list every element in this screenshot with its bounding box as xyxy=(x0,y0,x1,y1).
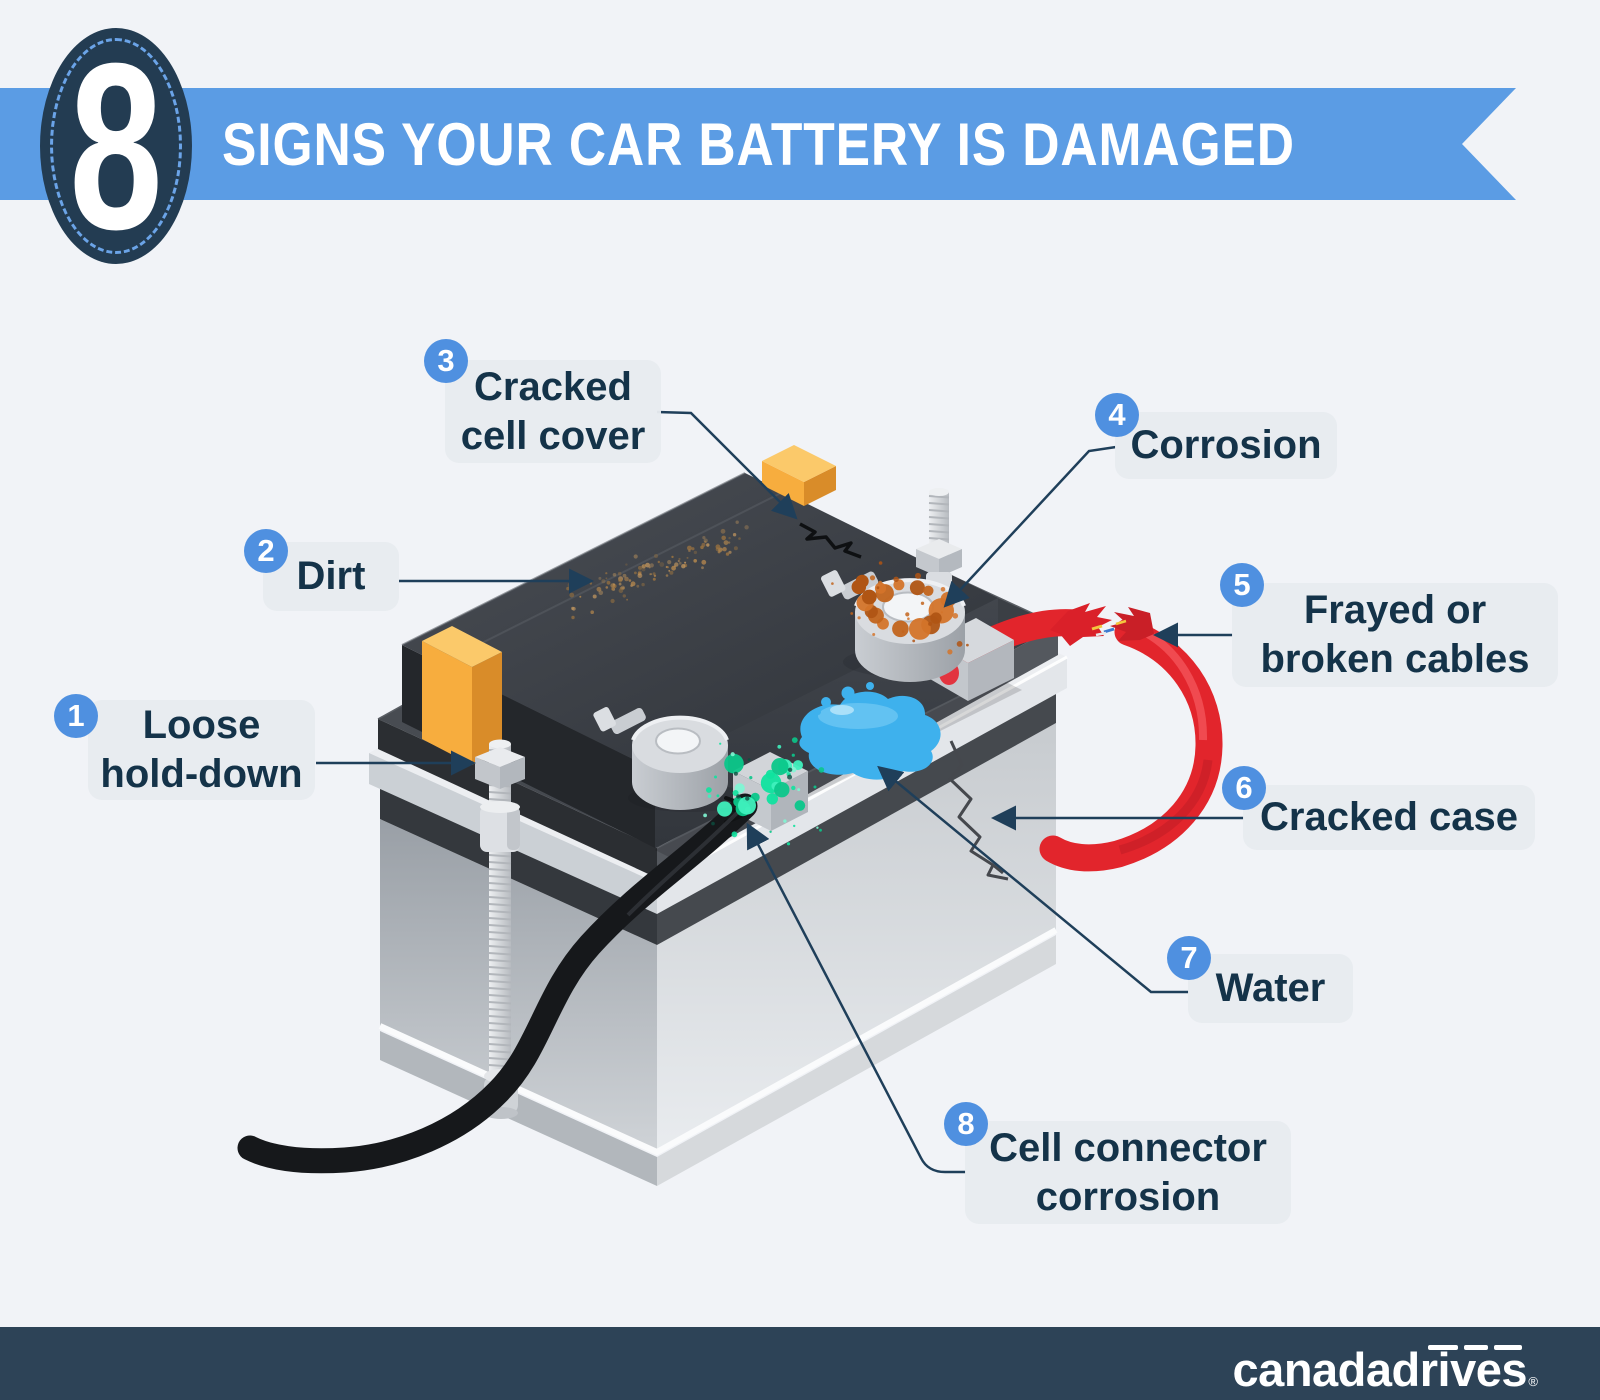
title-ribbon xyxy=(0,88,1516,200)
leader-lines xyxy=(316,410,1244,1174)
water-puddle xyxy=(799,682,941,780)
number-badge-8: 8 xyxy=(944,1102,988,1146)
brand-logo: canadadrives xyxy=(1232,1343,1528,1396)
case-crack xyxy=(948,740,1009,881)
corrosion-teal xyxy=(703,737,825,846)
leader-corrosion xyxy=(943,445,1117,608)
cell-cover-crack xyxy=(799,522,862,559)
case-dark-band-left xyxy=(380,787,657,945)
big-number-badge: 8 xyxy=(40,12,192,278)
positive-terminal xyxy=(821,561,1014,701)
number-badge-3: 3 xyxy=(424,339,468,383)
callout-water: Water 7 xyxy=(1167,936,1353,1023)
dashed-ring xyxy=(50,38,182,254)
number-badge-1: 1 xyxy=(54,694,98,738)
registered-mark: ® xyxy=(1528,1374,1538,1389)
callout-cell-connector-corrosion: Cell connector corrosion 8 xyxy=(944,1102,1291,1224)
page-title: SIGNS YOUR CAR BATTERY IS DAMAGED xyxy=(222,110,1295,178)
leader-water xyxy=(877,765,1189,994)
label-box: Dirt xyxy=(263,542,399,611)
label-box: Frayed or broken cables xyxy=(1232,583,1558,687)
logo-bar-2 xyxy=(1464,1345,1488,1350)
callout-dirt: Dirt 2 xyxy=(244,529,399,611)
callout-loose-hold-down: Loose hold-down 1 xyxy=(54,694,315,800)
label-box: Water xyxy=(1188,954,1353,1023)
number-badge-4: 4 xyxy=(1095,393,1139,437)
frayed-cable-break xyxy=(1050,603,1154,646)
label-box: Corrosion xyxy=(1115,412,1337,479)
big-number: 8 xyxy=(69,12,163,278)
label-box: Cracked cell cover xyxy=(445,360,661,463)
orange-clamp-front xyxy=(422,626,502,765)
number-badge-7: 7 xyxy=(1167,936,1211,980)
callout-cracked-cell-cover: Cracked cell cover 3 xyxy=(424,339,661,463)
leader-cell-connector xyxy=(746,822,966,1174)
number-badge-2: 2 xyxy=(244,529,288,573)
callout-corrosion: Corrosion 4 xyxy=(1095,393,1337,479)
label-box: Loose hold-down xyxy=(88,700,315,800)
number-badge-5: 5 xyxy=(1220,563,1264,607)
label-box: Cell connector corrosion xyxy=(965,1121,1291,1224)
hold-down-rod-back xyxy=(916,488,962,596)
label-box: Cracked case xyxy=(1243,785,1535,850)
logo-bar-1 xyxy=(1428,1345,1458,1350)
footer-bar xyxy=(0,1327,1600,1400)
logo-bar-3 xyxy=(1494,1345,1522,1350)
callout-frayed-cables: Frayed or broken cables 5 xyxy=(1220,563,1558,687)
leader-cracked-cell-cover xyxy=(656,410,798,520)
callout-cracked-case: Cracked case 6 xyxy=(1222,766,1535,850)
number-badge-6: 6 xyxy=(1222,766,1266,810)
dirt-speckles xyxy=(566,520,749,620)
